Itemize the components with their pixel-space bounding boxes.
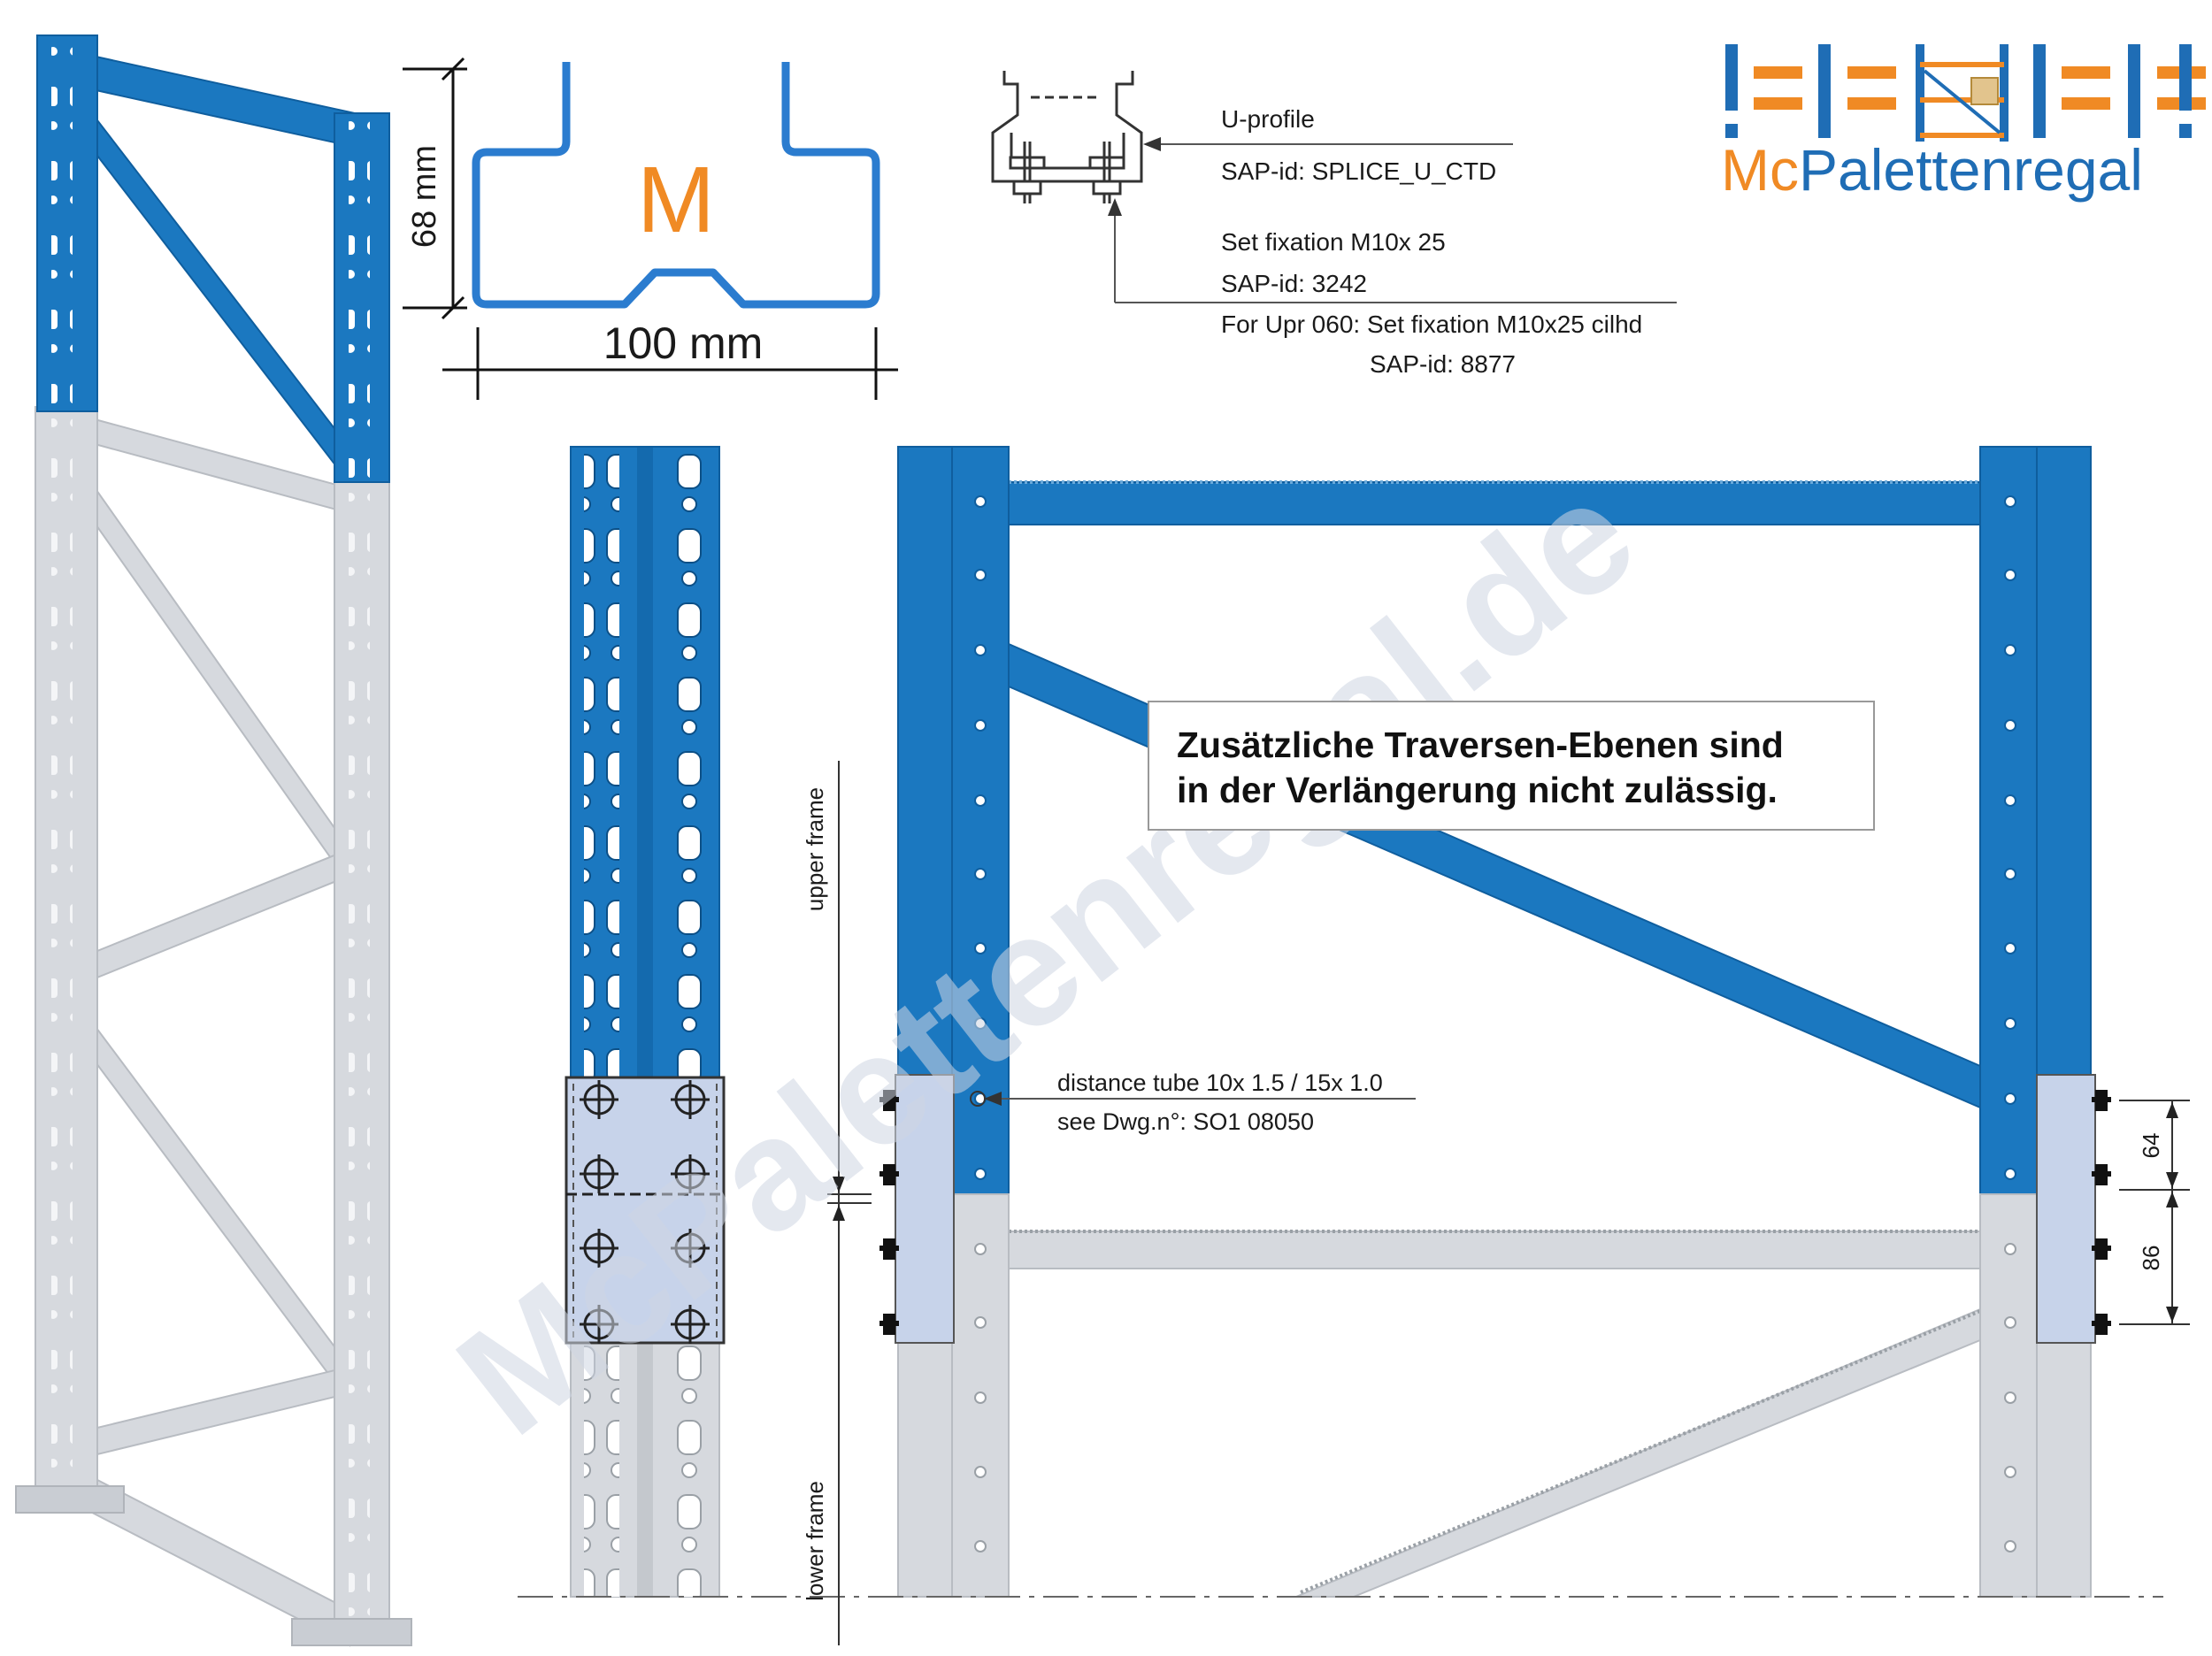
profile-width-label: 100 mm bbox=[603, 318, 764, 368]
frame-3d-illustration bbox=[15, 34, 412, 1647]
set-fixation-sap-id: SAP-id: 3242 bbox=[1221, 270, 1367, 297]
distance-tube-marker bbox=[970, 1091, 1416, 1107]
left-upright bbox=[879, 446, 1010, 1598]
logo-wordmark: McPalettenregal bbox=[1721, 137, 2143, 203]
lower-horizontal-beam bbox=[1008, 1230, 1981, 1269]
mcpalettenregal-logo: McPalettenregal bbox=[1721, 44, 2206, 203]
splice-upright-detail bbox=[565, 446, 726, 1598]
upright-profile-section: M 68 mm 100 mm bbox=[403, 57, 898, 400]
lower-frame-bracing bbox=[74, 412, 350, 1647]
note-line-2: in der Verlängerung nicht zulässig. bbox=[1177, 770, 1778, 810]
left-splice-plate bbox=[895, 1074, 955, 1344]
upper-frame-label: upper frame bbox=[802, 787, 828, 911]
bolt-spacing-dimensions bbox=[2119, 1100, 2190, 1325]
right-splice-plate bbox=[2036, 1074, 2096, 1344]
lower-diagonal-brace bbox=[1295, 1307, 1981, 1598]
logo-icon-bar bbox=[1725, 44, 2206, 142]
profile-outline bbox=[472, 62, 880, 309]
note-callout: Zusätzliche Traversen-Ebenen sind in der… bbox=[1148, 701, 1875, 831]
profile-height-label: 68 mm bbox=[406, 145, 443, 248]
profile-height-dimension bbox=[403, 57, 467, 320]
profile-letter: M bbox=[637, 148, 715, 252]
upr-060-sap-id: SAP-id: 8877 bbox=[1370, 350, 1516, 378]
frame-height-dimension bbox=[827, 761, 872, 1645]
right-upright bbox=[1979, 446, 2111, 1598]
splice-plate bbox=[565, 1076, 726, 1345]
distance-tube-drawing-ref: see Dwg.n°: SO1 08050 bbox=[1057, 1108, 1314, 1135]
lower-uprights-3d bbox=[15, 406, 412, 1646]
splice-leader-lines bbox=[1108, 137, 1677, 303]
dimension-86: 86 bbox=[2138, 1246, 2164, 1271]
upper-frame-extension-3d bbox=[36, 34, 390, 483]
note-line-1: Zusätzliche Traversen-Ebenen sind bbox=[1177, 724, 1784, 765]
u-profile-label: U-profile bbox=[1221, 105, 1315, 133]
profile-width-dimension bbox=[442, 327, 898, 400]
splice-u-profile-detail bbox=[991, 71, 1143, 203]
distance-tube-label: distance tube 10x 1.5 / 15x 1.0 bbox=[1057, 1070, 1383, 1096]
dimension-64: 64 bbox=[2138, 1133, 2164, 1159]
upr-060-note: For Upr 060: Set fixation M10x25 cilhd bbox=[1221, 310, 1642, 338]
lower-frame-label: lower frame bbox=[802, 1481, 828, 1601]
set-fixation-label: Set fixation M10x 25 bbox=[1221, 228, 1446, 256]
u-profile-sap-id: SAP-id: SPLICE_U_CTD bbox=[1221, 157, 1496, 185]
